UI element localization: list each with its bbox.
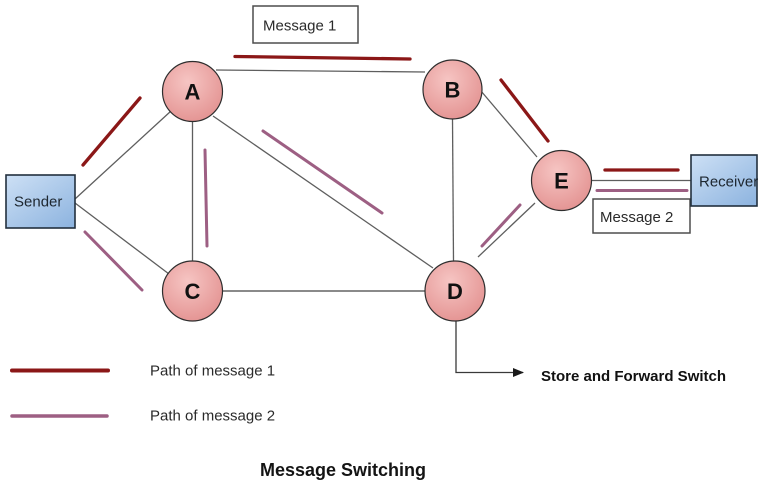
edge-a-b — [215, 69, 426, 73]
message2-path-a-d — [261, 129, 384, 215]
node-d-label: D — [447, 279, 463, 304]
edge-b-d — [451, 118, 455, 262]
message2-labelbox: Message 2 — [592, 198, 691, 234]
sender: Sender — [5, 174, 76, 229]
receiver-label: Receiver — [699, 174, 758, 191]
node-d-circle — [424, 260, 486, 322]
message2-path-overlays — [83, 129, 689, 292]
sender-box — [5, 174, 76, 229]
node-a-label: A — [185, 80, 201, 105]
store-forward-annotation: Store and Forward Switch — [455, 321, 726, 385]
edge-sender-a — [74, 110, 172, 200]
diagram-title: Message Switching — [260, 460, 426, 480]
legend: Path of message 1 Path of message 2 — [10, 363, 275, 425]
node-c: C — [161, 260, 224, 322]
node-b-label: B — [445, 78, 461, 103]
message1-path-overlays — [81, 54, 680, 172]
node-a: A — [161, 60, 224, 123]
node-b: B — [422, 59, 483, 120]
message2-label: Message 2 — [600, 209, 673, 226]
node-b-circle — [422, 59, 483, 120]
store-forward-arrow — [455, 321, 524, 377]
legend-message1-label: Path of message 1 — [150, 363, 275, 380]
node-e-circle — [530, 149, 593, 212]
node-e-label: E — [554, 169, 569, 194]
network-nodes: A B C D E — [161, 59, 593, 322]
receiver: Receiver — [690, 154, 758, 207]
message1-path-b-e — [499, 78, 550, 143]
node-c-label: C — [185, 279, 201, 304]
node-e: E — [530, 149, 593, 212]
store-forward-label: Store and Forward Switch — [541, 368, 726, 385]
message2-path-a-c — [203, 148, 209, 248]
node-a-circle — [161, 60, 224, 123]
message2-label-box — [592, 198, 691, 234]
message1-path-a-b — [233, 54, 412, 61]
edge-b-e — [480, 90, 538, 158]
message2-path-d-e — [480, 203, 522, 248]
message1-label: Message 1 — [263, 18, 336, 35]
legend-message2-label: Path of message 2 — [150, 408, 275, 425]
message1-label-box — [252, 5, 359, 44]
network-edges — [74, 69, 691, 292]
receiver-box — [690, 154, 758, 207]
message1-labelbox: Message 1 — [252, 5, 359, 44]
node-d: D — [424, 260, 486, 322]
edge-a-d — [212, 115, 434, 269]
sender-label: Sender — [14, 194, 62, 211]
edge-sender-c — [74, 202, 170, 275]
message1-path-sender-a — [81, 96, 142, 167]
message2-path-sender-c — [83, 230, 144, 292]
edge-d-e — [477, 202, 536, 258]
node-c-circle — [161, 260, 224, 322]
